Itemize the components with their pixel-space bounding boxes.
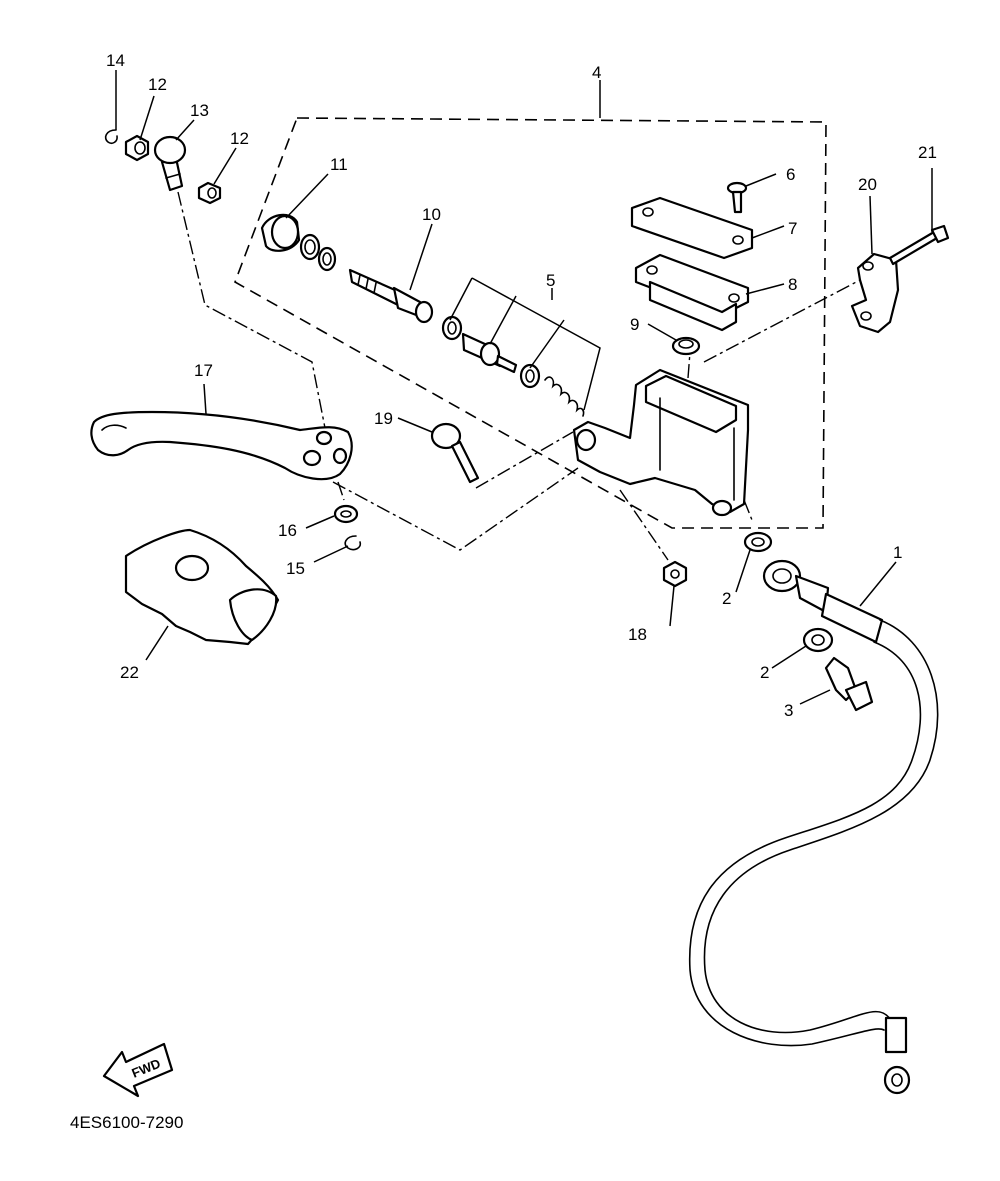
part-2-washer-upper xyxy=(743,531,773,553)
part-1-brake-hose xyxy=(688,559,939,1095)
part-10-piston-rod xyxy=(348,268,434,324)
part-20-holder xyxy=(850,252,900,334)
callout-14: 14 xyxy=(106,51,125,70)
callout-9: 9 xyxy=(630,315,639,334)
callout-7: 7 xyxy=(788,219,797,238)
callout-12-left: 12 xyxy=(148,75,167,94)
part-19-pivot-bolt xyxy=(430,422,480,484)
callout-6: 6 xyxy=(786,165,795,184)
callout-2-upper: 2 xyxy=(722,589,731,608)
callout-16: 16 xyxy=(278,521,297,540)
callout-8: 8 xyxy=(788,275,797,294)
master-cylinder-body xyxy=(572,368,750,517)
callout-19: 19 xyxy=(374,409,393,428)
callout-11: 11 xyxy=(330,155,348,174)
part-6-screw xyxy=(726,181,748,214)
part-15-circlip xyxy=(344,535,362,551)
fwd-arrow-icon: FWD xyxy=(102,1042,174,1098)
callout-12-right: 12 xyxy=(230,129,249,148)
part-18-nut xyxy=(662,560,688,588)
part-8-diaphragm xyxy=(634,253,750,332)
callout-3: 3 xyxy=(784,701,793,720)
part-12-nut-left xyxy=(124,134,150,162)
callout-22: 22 xyxy=(120,663,139,682)
callout-1: 1 xyxy=(893,543,902,562)
callout-5: 5 xyxy=(546,271,555,290)
diagram-code: 4ES6100-7290 xyxy=(70,1113,183,1132)
callout-15: 15 xyxy=(286,559,305,578)
part-22-cover xyxy=(124,528,280,646)
callout-4: 4 xyxy=(592,63,601,82)
callout-18: 18 xyxy=(628,625,647,644)
part-7-reservoir-cap xyxy=(630,196,754,260)
callout-17: 17 xyxy=(194,361,213,380)
callout-10: 10 xyxy=(422,205,441,224)
alignment-lines xyxy=(177,191,861,561)
part-2-washer-lower xyxy=(802,627,834,653)
part-11-dust-boot xyxy=(260,213,337,272)
callout-21: 21 xyxy=(918,143,937,162)
part-9-plate xyxy=(671,336,701,356)
part-5-piston-kit xyxy=(441,315,585,417)
part-14-clip xyxy=(104,129,118,144)
callout-2-lower: 2 xyxy=(760,663,769,682)
part-17-lever xyxy=(90,410,353,481)
part-12-nut-right xyxy=(197,181,222,205)
part-3-union-bolt xyxy=(824,656,874,712)
leader-lines xyxy=(115,70,933,705)
part-16-washer xyxy=(333,504,359,524)
part-13-pivot-bolt xyxy=(153,135,187,192)
part-21-bolt xyxy=(888,224,950,266)
callout-20: 20 xyxy=(858,175,877,194)
assembly-boundary-4 xyxy=(234,117,827,529)
callout-13: 13 xyxy=(190,101,209,120)
